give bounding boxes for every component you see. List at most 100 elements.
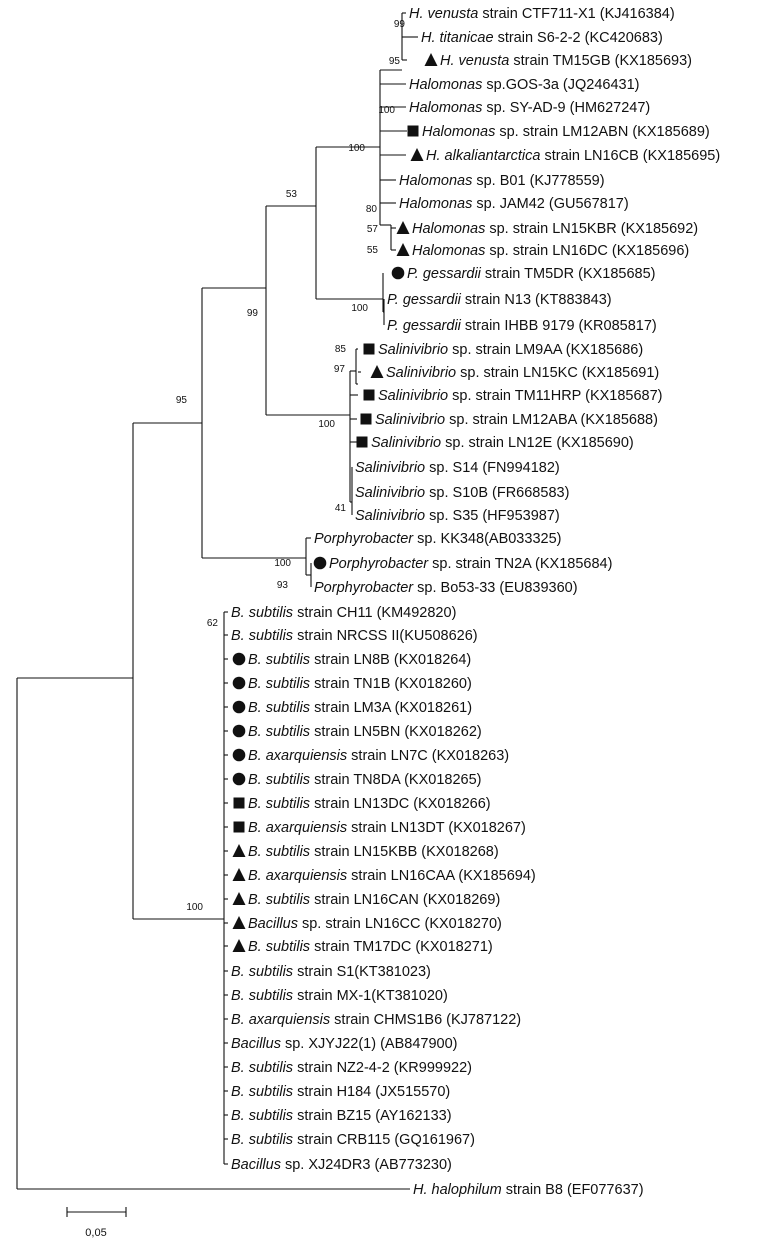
- taxon-label: Salinivibrio sp. S35 (HF953987): [355, 508, 560, 524]
- bootstrap-value: 100: [274, 558, 291, 569]
- taxon-label: Porphyrobacter sp. Bo53-33 (EU839360): [314, 580, 578, 596]
- taxon-label: B. axarquiensis strain LN16CAA (KX185694…: [248, 868, 536, 884]
- taxon-marker-triangle: [370, 365, 384, 378]
- bootstrap-value: 85: [335, 344, 347, 355]
- taxon-label: Halomonas sp. strain LM12ABN (KX185689): [422, 124, 710, 140]
- taxon-label: Porphyrobacter sp. strain TN2A (KX185684…: [329, 556, 612, 572]
- taxon-label: H. venusta strain TM15GB (KX185693): [440, 53, 692, 69]
- bootstrap-value: 100: [378, 105, 395, 116]
- bootstrap-value: 93: [277, 580, 289, 591]
- taxon-label: B. subtilis strain CRB115 (GQ161967): [231, 1132, 475, 1148]
- taxon-label: B. subtilis strain NZ2-4-2 (KR999922): [231, 1060, 472, 1076]
- taxon-label: B. subtilis strain LN15KBB (KX018268): [248, 844, 499, 860]
- taxon-label: B. subtilis strain MX-1(KT381020): [231, 988, 448, 1004]
- bootstrap-value: 97: [334, 364, 346, 375]
- bootstrap-value: 55: [367, 245, 379, 256]
- bootstrap-value: 99: [394, 19, 406, 30]
- scale-bar: 0,05: [66, 1207, 127, 1239]
- taxon-label: H. venusta strain CTF711-X1 (KJ416384): [409, 6, 675, 22]
- taxon-markers: [232, 53, 438, 952]
- taxon-marker-square: [407, 125, 419, 137]
- taxon-label: Salinivibrio sp. strain LN15KC (KX185691…: [386, 365, 659, 381]
- taxon-marker-circle: [232, 652, 246, 666]
- taxon-marker-triangle: [410, 148, 424, 161]
- taxon-label: H. alkaliantarctica strain LN16CB (KX185…: [426, 148, 720, 164]
- taxon-label: P. gessardii strain IHBB 9179 (KR085817): [387, 318, 657, 334]
- bootstrap-value: 100: [348, 143, 365, 154]
- taxon-marker-triangle: [396, 221, 410, 234]
- taxon-label: B. subtilis strain TN1B (KX018260): [248, 676, 472, 692]
- bootstrap-value: 100: [186, 902, 203, 913]
- taxon-marker-square: [233, 821, 245, 833]
- taxon-labels: H. venusta strain CTF711-X1 (KJ416384) H.…: [231, 6, 720, 1198]
- taxon-marker-square: [363, 343, 375, 355]
- taxon-label: B. subtilis strain S1(KT381023): [231, 964, 431, 980]
- taxon-label: B. subtilis strain CH11 (KM492820): [231, 605, 456, 621]
- taxon-label: Salinivibrio sp. strain LN12E (KX185690): [371, 435, 634, 451]
- bootstrap-value: 57: [367, 224, 379, 235]
- taxon-label: P. gessardii strain TM5DR (KX185685): [407, 266, 656, 282]
- taxon-marker-square: [363, 389, 375, 401]
- taxon-label: B. axarquiensis strain LN13DT (KX018267): [248, 820, 526, 836]
- taxon-marker-circle: [232, 772, 246, 786]
- bootstrap-value: 95: [389, 56, 401, 67]
- taxon-label: B. axarquiensis strain LN7C (KX018263): [248, 748, 509, 764]
- taxon-label: B. subtilis strain LN13DC (KX018266): [248, 796, 491, 812]
- taxon-label: B. subtilis strain LN16CAN (KX018269): [248, 892, 500, 908]
- taxon-label: B. subtilis strain LN5BN (KX018262): [248, 724, 482, 740]
- taxon-marker-triangle: [424, 53, 438, 66]
- tree-branches: [16, 12, 418, 1190]
- taxon-label: B. subtilis strain NRCSS II(KU508626): [231, 628, 478, 644]
- taxon-label: B. subtilis strain LM3A (KX018261): [248, 700, 472, 716]
- taxon-label: Salinivibrio sp. S10B (FR668583): [355, 485, 569, 501]
- taxon-label: Halomonas sp. B01 (KJ778559): [399, 173, 605, 189]
- taxon-label: Salinivibrio sp. strain TM11HRP (KX18568…: [378, 388, 663, 404]
- bootstrap-values: 99 95 100 100 80 57 55 53 100 99 85 97 100 41 95 100 93 6…: [176, 19, 406, 913]
- taxon-marker-triangle: [232, 939, 246, 952]
- taxon-label: B. axarquiensis strain CHMS1B6 (KJ787122…: [231, 1012, 521, 1028]
- taxon-label: B. subtilis strain H184 (JX515570): [231, 1084, 450, 1100]
- taxon-marker-circle: [232, 676, 246, 690]
- bootstrap-value: 41: [335, 503, 347, 514]
- taxon-label: Porphyrobacter sp. KK348(AB033325): [314, 531, 561, 547]
- scale-bar-label: 0,05: [85, 1227, 106, 1239]
- taxon-label: Bacillus sp. XJYJ22(1) (AB847900): [231, 1036, 457, 1052]
- taxon-marker-square: [360, 413, 372, 425]
- taxon-label: Salinivibrio sp. strain LM9AA (KX185686): [378, 342, 643, 358]
- taxon-marker-circle: [313, 556, 327, 570]
- taxon-label: Bacillus sp. strain LN16CC (KX018270): [248, 916, 502, 932]
- taxon-label: B. subtilis strain TN8DA (KX018265): [248, 772, 481, 788]
- taxon-marker-triangle: [232, 892, 246, 905]
- taxon-label: H. halophilum strain B8 (EF077637): [413, 1182, 644, 1198]
- taxon-label: Bacillus sp. XJ24DR3 (AB773230): [231, 1157, 452, 1173]
- taxon-marker-triangle: [396, 243, 410, 256]
- bootstrap-value: 95: [176, 395, 188, 406]
- taxon-label: H. titanicae strain S6-2-2 (KC420683): [421, 30, 663, 46]
- taxon-label: Halomonas sp.GOS-3a (JQ246431): [409, 77, 640, 93]
- taxon-label: Halomonas sp. SY-AD-9 (HM627247): [409, 100, 650, 116]
- taxon-marker-triangle: [232, 868, 246, 881]
- taxon-label: Halomonas sp. strain LN16DC (KX185696): [412, 243, 689, 259]
- taxon-label: Halomonas sp. JAM42 (GU567817): [399, 196, 629, 212]
- taxon-label: B. subtilis strain TM17DC (KX018271): [248, 939, 493, 955]
- bootstrap-value: 62: [207, 618, 219, 629]
- bootstrap-value: 100: [351, 303, 368, 314]
- bootstrap-value: 99: [247, 308, 259, 319]
- bootstrap-value: 53: [286, 189, 298, 200]
- taxon-marker-square: [233, 797, 245, 809]
- taxon-label: Salinivibrio sp. S14 (FN994182): [355, 460, 560, 476]
- taxon-marker-circle: [232, 748, 246, 762]
- taxon-label: Halomonas sp. strain LN15KBR (KX185692): [412, 221, 698, 237]
- taxon-marker-circle: [391, 266, 405, 280]
- taxon-marker-circle: [232, 724, 246, 738]
- bootstrap-value: 100: [318, 419, 335, 430]
- taxon-marker-circle: [232, 700, 246, 714]
- taxon-label: B. subtilis strain BZ15 (AY162133): [231, 1108, 452, 1124]
- taxon-marker-triangle: [232, 844, 246, 857]
- taxon-label: Salinivibrio sp. strain LM12ABA (KX18568…: [375, 412, 658, 428]
- taxon-label: P. gessardii strain N13 (KT883843): [387, 292, 612, 308]
- bootstrap-value: 80: [366, 204, 378, 215]
- taxon-marker-square: [356, 436, 368, 448]
- taxon-marker-triangle: [232, 916, 246, 929]
